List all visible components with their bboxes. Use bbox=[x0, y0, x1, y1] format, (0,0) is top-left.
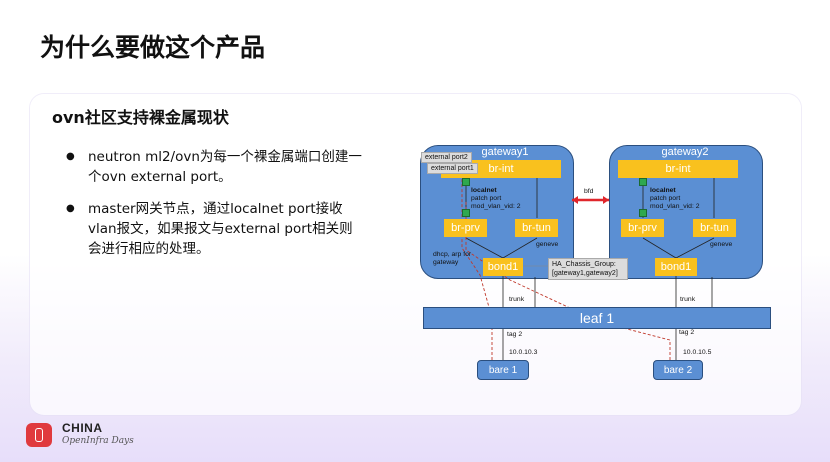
vlan-label: mod_vlan_vid: 2 bbox=[471, 203, 521, 210]
ha-chassis-group-label: HA_Chassis_Group: [gateway1,gateway2] bbox=[548, 258, 628, 280]
patch-port-label: patch port bbox=[650, 195, 681, 202]
gateway2-port-dot bbox=[639, 178, 647, 186]
page-title: 为什么要做这个产品 bbox=[40, 33, 266, 62]
gateway1-dhcp-label: dhcp, arp for gateway bbox=[433, 251, 472, 266]
gateway1-geneve-label: geneve bbox=[536, 241, 559, 248]
bullet-item: master网关节点，通过localnet port接收vlan报文，如果报文与… bbox=[66, 199, 366, 259]
external-port2-label: external port2 bbox=[421, 152, 472, 163]
patch-port-label: patch port bbox=[471, 195, 502, 202]
gateway2-br-prv: br-prv bbox=[621, 219, 664, 237]
gateway2-bond: bond1 bbox=[655, 258, 697, 276]
localnet-label: localnet bbox=[471, 187, 497, 194]
gateway1-title: gateway1 bbox=[481, 146, 529, 158]
gateway1-localnet-label: localnet patch port mod_vlan_vid: 2 bbox=[471, 187, 541, 211]
gateway2-br-int: br-int bbox=[618, 160, 738, 178]
footer-brand: CHINA bbox=[62, 421, 103, 435]
footer-brand-sub: OpenInfra Days bbox=[62, 436, 134, 446]
ip-left-label: 10.0.10.3 bbox=[509, 349, 538, 356]
gateway1-br-prv: br-prv bbox=[444, 219, 487, 237]
bare-metal-2: bare 2 bbox=[653, 360, 703, 380]
localnet-label: localnet bbox=[650, 187, 676, 194]
tag-right-label: tag 2 bbox=[679, 329, 695, 336]
trunk-left-label: trunk bbox=[509, 296, 525, 303]
vlan-label: mod_vlan_vid: 2 bbox=[650, 203, 700, 210]
bullet-item: neutron ml2/ovn为每一个裸金属端口创建一个ovn external… bbox=[66, 147, 366, 187]
gateway1-port-dot bbox=[462, 209, 470, 217]
gateway2-port-dot bbox=[639, 209, 647, 217]
gateway1-br-tun: br-tun bbox=[515, 219, 558, 237]
ip-right-label: 10.0.10.5 bbox=[683, 349, 712, 356]
gateway1-port-dot bbox=[462, 178, 470, 186]
bare-metal-1: bare 1 bbox=[477, 360, 529, 380]
gateway2-localnet-label: localnet patch port mod_vlan_vid: 2 bbox=[650, 187, 720, 211]
leaf-switch: leaf 1 bbox=[423, 307, 771, 329]
bullet-list: neutron ml2/ovn为每一个裸金属端口创建一个ovn external… bbox=[66, 147, 366, 271]
gateway1-bond: bond1 bbox=[483, 258, 523, 276]
gateway2-title: gateway2 bbox=[661, 146, 709, 158]
bfd-label: bfd bbox=[584, 188, 594, 195]
tag-left-label: tag 2 bbox=[507, 331, 523, 338]
gateway2-geneve-label: geneve bbox=[710, 241, 733, 248]
china-openinfra-logo-icon bbox=[26, 423, 52, 447]
external-port1-label: external port1 bbox=[427, 163, 478, 174]
trunk-right-label: trunk bbox=[680, 296, 696, 303]
gateway2-br-tun: br-tun bbox=[693, 219, 736, 237]
section-subtitle: ovn社区支持裸金属现状 bbox=[52, 108, 229, 127]
